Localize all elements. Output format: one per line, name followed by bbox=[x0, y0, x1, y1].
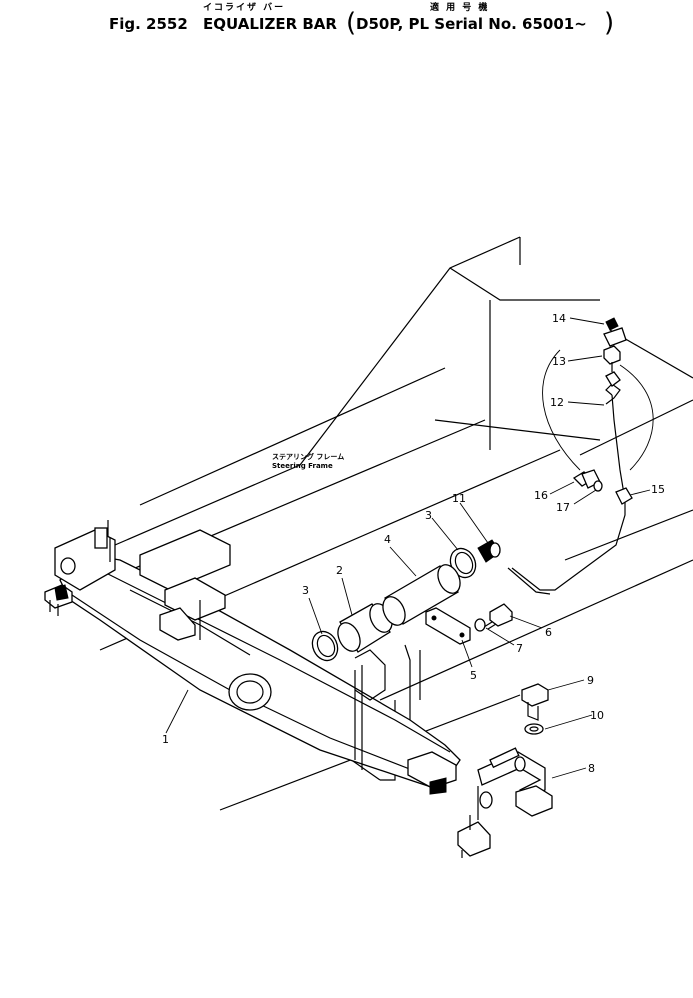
elbow-17 bbox=[593, 480, 603, 492]
serial-japanese: 適 用 号 機 bbox=[430, 1, 489, 13]
bolt-9 bbox=[521, 683, 549, 721]
fitting-11 bbox=[477, 539, 501, 563]
grease-line bbox=[507, 349, 654, 595]
callout-3-right: 3 bbox=[425, 509, 432, 522]
callout-11: 11 bbox=[452, 492, 466, 505]
bushing-2 bbox=[337, 603, 393, 653]
washer-7 bbox=[474, 618, 486, 632]
callout-12: 12 bbox=[550, 396, 564, 409]
callout-10: 10 bbox=[590, 709, 604, 722]
grease-cap-13 bbox=[603, 345, 621, 372]
callout-6: 6 bbox=[545, 626, 552, 639]
figure-title: EQUALIZER BAR bbox=[203, 15, 337, 33]
callout-17: 17 bbox=[556, 501, 570, 514]
serial-paren-close: ) bbox=[604, 8, 614, 38]
steering-frame: ステアリング フレーム Steering Frame bbox=[94, 236, 693, 811]
callout-15: 15 bbox=[651, 483, 665, 496]
figure-number: Fig. 2552 bbox=[109, 15, 188, 33]
ring-3-right bbox=[449, 547, 477, 579]
callout-2: 2 bbox=[336, 564, 343, 577]
ring-3-left bbox=[311, 630, 339, 662]
callout-5: 5 bbox=[470, 669, 477, 682]
frame-label-japanese: ステアリング フレーム bbox=[272, 452, 344, 461]
callout-16: 16 bbox=[534, 489, 548, 502]
leader-lines bbox=[165, 317, 651, 779]
callout-9: 9 bbox=[587, 674, 594, 687]
left-end-bracket bbox=[44, 527, 116, 616]
callout-14: 14 bbox=[552, 312, 566, 325]
washer-10 bbox=[524, 723, 544, 735]
equalizer-bar bbox=[59, 529, 461, 795]
bolt-6 bbox=[483, 603, 513, 630]
sleeve-4 bbox=[382, 564, 461, 626]
title-japanese: イコライザ バー bbox=[203, 2, 285, 13]
callout-7: 7 bbox=[516, 642, 523, 655]
callout-4: 4 bbox=[384, 533, 391, 546]
frame-label-english: Steering Frame bbox=[272, 462, 333, 470]
connector-12 bbox=[605, 371, 621, 387]
plate-5 bbox=[425, 607, 471, 645]
bracket-8 bbox=[457, 747, 553, 858]
callout-1: 1 bbox=[162, 733, 169, 746]
serial-range: D50P, PL Serial No. 65001~ bbox=[356, 15, 587, 33]
grease-nipple-14 bbox=[603, 317, 627, 347]
callout-3-left: 3 bbox=[302, 584, 309, 597]
serial-paren-open: ( bbox=[346, 8, 356, 38]
callout-13: 13 bbox=[552, 355, 566, 368]
header: イコライザ バー Fig. 2552 EQUALIZER BAR ( 適 用 号… bbox=[109, 1, 614, 38]
callout-8: 8 bbox=[588, 762, 595, 775]
callout-labels: 1 2 3 3 4 5 6 7 8 9 10 11 12 13 14 15 16… bbox=[162, 312, 665, 775]
